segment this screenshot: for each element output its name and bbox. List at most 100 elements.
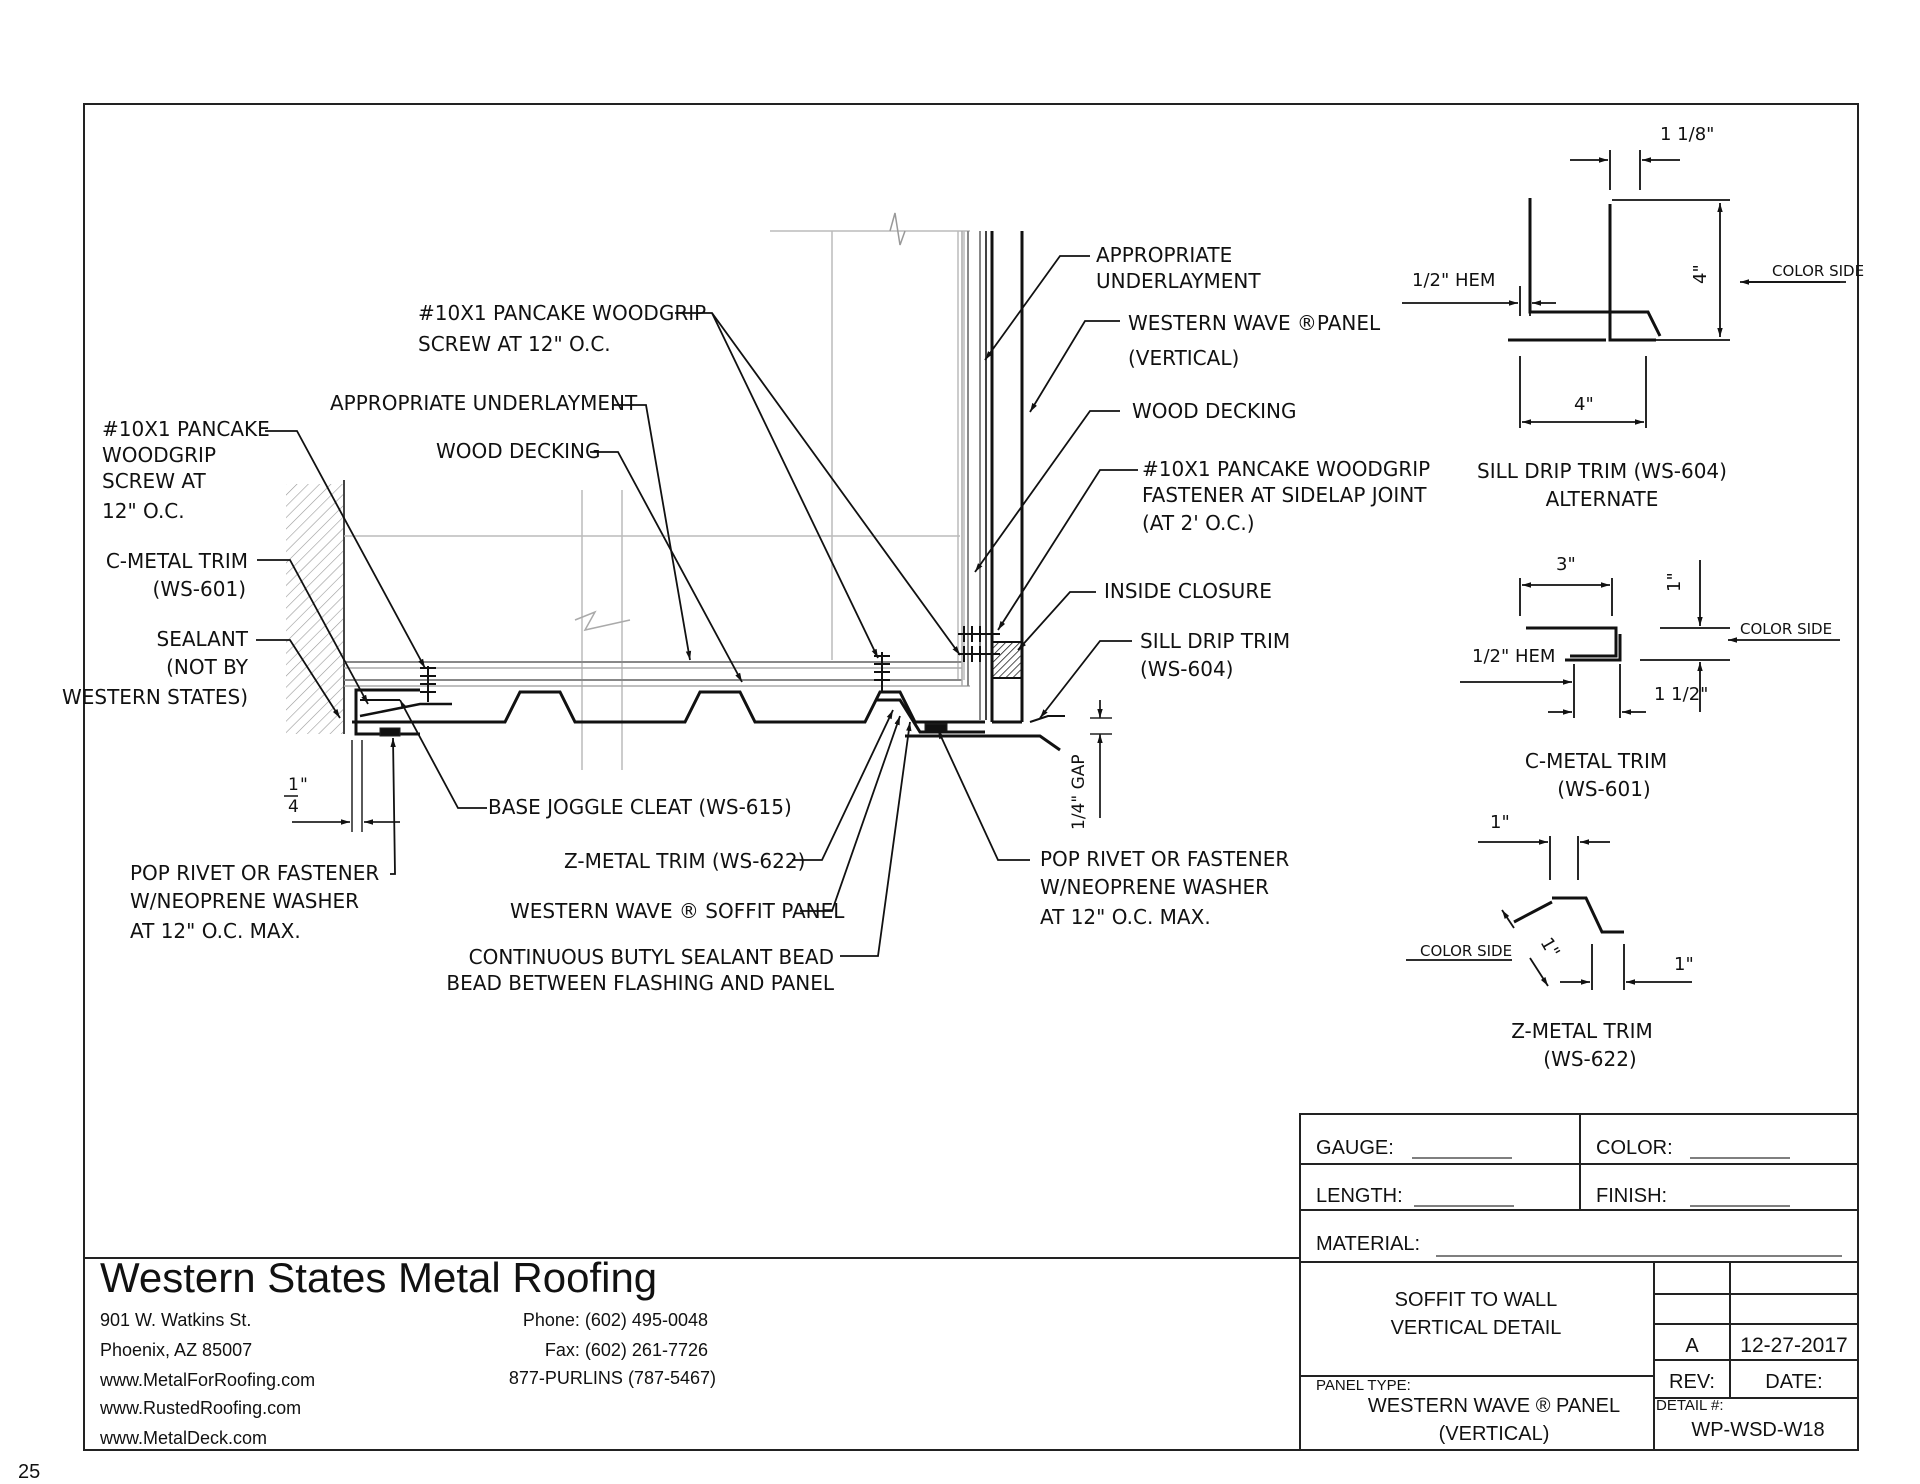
label-inside-closure: INSIDE CLOSURE bbox=[1104, 579, 1272, 603]
label-screw-top-1: #10X1 PANCAKE WOODGRIP bbox=[418, 301, 706, 325]
company-web-3: www.MetalDeck.com bbox=[99, 1428, 267, 1448]
rev-value: A bbox=[1685, 1335, 1699, 1357]
gauge-label: GAUGE: bbox=[1316, 1137, 1394, 1159]
z-metal-slope: 1" bbox=[1536, 934, 1564, 962]
label-underlayment-left: APPROPRIATE UNDERLAYMENT bbox=[330, 391, 638, 415]
label-screw-left-3: SCREW AT bbox=[102, 469, 206, 493]
detail-value: WP-WSD-W18 bbox=[1691, 1419, 1824, 1441]
label-screw-top-2: SCREW AT 12" O.C. bbox=[418, 332, 611, 356]
label-fastener-sidelap-3: (AT 2' O.C.) bbox=[1142, 511, 1255, 535]
side-annotations: 1 1/8" 1/2" HEM 4" COLOR SIDE 4" SILL DR… bbox=[1412, 124, 1864, 1071]
color-label: COLOR: bbox=[1596, 1137, 1673, 1159]
rev-label: REV: bbox=[1669, 1371, 1715, 1393]
label-pop-rivet-right-2: W/NEOPRENE WASHER bbox=[1040, 875, 1269, 899]
label-pop-rivet-right-1: POP RIVET OR FASTENER bbox=[1040, 847, 1289, 871]
drawing-border bbox=[83, 103, 1859, 1451]
label-sill-drip-trim-2: (WS-604) bbox=[1140, 657, 1233, 681]
label-soffit-panel: WESTERN WAVE ® SOFFIT PANEL bbox=[510, 899, 845, 923]
c-metal-color-side: COLOR SIDE bbox=[1740, 620, 1832, 638]
leader-lines bbox=[256, 255, 1138, 957]
dim-quarter-den: 4 bbox=[288, 797, 299, 817]
label-western-wave-panel: WESTERN WAVE ®PANEL bbox=[1128, 311, 1381, 335]
label-sealant-3: WESTERN STATES) bbox=[62, 685, 248, 709]
z-metal-dim-top: 1" bbox=[1490, 812, 1510, 833]
label-z-metal-trim: Z-METAL TRIM (WS-622) bbox=[564, 849, 805, 873]
c-metal-height: 1" bbox=[1664, 572, 1685, 592]
sill-color-side: COLOR SIDE bbox=[1772, 262, 1864, 280]
title-line-1: SOFFIT TO WALL bbox=[1395, 1289, 1558, 1311]
panel-type-2: (VERTICAL) bbox=[1439, 1423, 1550, 1445]
dim-quarter-inch: " bbox=[300, 775, 308, 795]
company-address-2: Phoenix, AZ 85007 bbox=[100, 1340, 252, 1360]
z-metal-title-2: (WS-622) bbox=[1543, 1047, 1636, 1071]
label-c-metal-trim-2: (WS-601) bbox=[153, 577, 246, 601]
z-metal-title-1: Z-METAL TRIM bbox=[1511, 1019, 1653, 1043]
label-wood-decking-left: WOOD DECKING bbox=[436, 439, 601, 463]
z-metal-detail bbox=[1406, 836, 1692, 990]
page-number: 25 bbox=[18, 1461, 40, 1483]
date-value: 12-27-2017 bbox=[1740, 1334, 1847, 1357]
label-western-wave-vertical: (VERTICAL) bbox=[1128, 346, 1239, 370]
main-detail bbox=[286, 212, 1112, 832]
c-metal-width: 3" bbox=[1556, 554, 1576, 575]
wall-hatch bbox=[286, 484, 344, 734]
c-metal-title-2: (WS-601) bbox=[1557, 777, 1650, 801]
title-block: GAUGE: COLOR: LENGTH: FINISH: MATERIAL: … bbox=[1316, 1137, 1848, 1445]
label-c-metal-trim-1: C-METAL TRIM bbox=[106, 549, 248, 573]
date-label: DATE: bbox=[1765, 1371, 1822, 1393]
label-underlayment-top-1: APPROPRIATE bbox=[1096, 243, 1232, 267]
company-address-1: 901 W. Watkins St. bbox=[100, 1310, 251, 1330]
company-web-1: www.MetalForRoofing.com bbox=[99, 1370, 315, 1390]
company-name: Western States Metal Roofing bbox=[100, 1254, 657, 1301]
c-metal-trim-shape bbox=[354, 688, 420, 736]
label-base-joggle-cleat: BASE JOGGLE CLEAT (WS-615) bbox=[488, 795, 792, 819]
company-fax: Fax: (602) 261-7726 bbox=[545, 1340, 708, 1360]
sill-title-2: ALTERNATE bbox=[1546, 487, 1659, 511]
label-butyl-2: BEAD BETWEEN FLASHING AND PANEL bbox=[446, 971, 834, 995]
label-pop-rivet-left-2: W/NEOPRENE WASHER bbox=[130, 889, 359, 913]
label-wood-decking-right: WOOD DECKING bbox=[1132, 399, 1297, 423]
detail-label: DETAIL #: bbox=[1656, 1397, 1724, 1414]
label-pop-rivet-left-1: POP RIVET OR FASTENER bbox=[130, 861, 379, 885]
company-web-2: www.RustedRoofing.com bbox=[99, 1398, 301, 1418]
main-annotations: APPROPRIATE UNDERLAYMENT WESTERN WAVE ®P… bbox=[62, 243, 1430, 995]
finish-label: FINISH: bbox=[1596, 1185, 1667, 1207]
label-screw-left-4: 12" O.C. bbox=[102, 499, 185, 523]
form-blanks bbox=[1412, 1157, 1842, 1257]
z-metal-dim-right: 1" bbox=[1674, 954, 1694, 975]
sill-hem: 1/2" HEM bbox=[1412, 270, 1495, 291]
sill-drip-trim-shape bbox=[905, 734, 1061, 752]
label-fastener-sidelap-2: FASTENER AT SIDELAP JOINT bbox=[1142, 483, 1427, 507]
material-label: MATERIAL: bbox=[1316, 1233, 1420, 1255]
c-metal-lip: 1 1/2" bbox=[1654, 684, 1708, 705]
inside-closure bbox=[991, 641, 1023, 679]
label-screw-left-1: #10X1 PANCAKE bbox=[102, 417, 270, 441]
sill-drip-detail bbox=[1402, 150, 1846, 428]
sill-height: 4" bbox=[1690, 264, 1711, 284]
company-phone: Phone: (602) 495-0048 bbox=[523, 1310, 708, 1330]
c-metal-hem: 1/2" HEM bbox=[1472, 646, 1555, 667]
label-butyl-1: CONTINUOUS BUTYL SEALANT BEAD bbox=[469, 945, 834, 969]
c-metal-title-1: C-METAL TRIM bbox=[1525, 749, 1667, 773]
label-sealant-2: (NOT BY bbox=[166, 655, 249, 679]
panel-type-1: WESTERN WAVE ® PANEL bbox=[1368, 1395, 1620, 1417]
label-pop-rivet-left-3: AT 12" O.C. MAX. bbox=[130, 919, 301, 943]
label-sill-drip-trim-1: SILL DRIP TRIM bbox=[1140, 629, 1290, 653]
panel-type-label: PANEL TYPE: bbox=[1316, 1377, 1411, 1394]
title-line-2: VERTICAL DETAIL bbox=[1391, 1317, 1562, 1339]
soffit-panel bbox=[352, 690, 985, 724]
z-metal-trim-shape bbox=[875, 698, 985, 734]
sill-title-1: SILL DRIP TRIM (WS-604) bbox=[1477, 459, 1727, 483]
dim-quarter-num: 1 bbox=[288, 775, 299, 795]
label-pop-rivet-right-3: AT 12" O.C. MAX. bbox=[1040, 905, 1211, 929]
c-metal-detail bbox=[1460, 560, 1840, 718]
label-sealant-1: SEALANT bbox=[157, 627, 249, 651]
label-screw-left-2: WOODGRIP bbox=[102, 443, 216, 467]
sill-width: 4" bbox=[1574, 394, 1594, 415]
label-underlayment-top-2: UNDERLAYMENT bbox=[1096, 269, 1261, 293]
company-info: Western States Metal Roofing 901 W. Watk… bbox=[99, 1254, 716, 1448]
label-fastener-sidelap-1: #10X1 PANCAKE WOODGRIP bbox=[1142, 457, 1430, 481]
sill-dim-top: 1 1/8" bbox=[1660, 124, 1714, 145]
length-label: LENGTH: bbox=[1316, 1185, 1403, 1207]
